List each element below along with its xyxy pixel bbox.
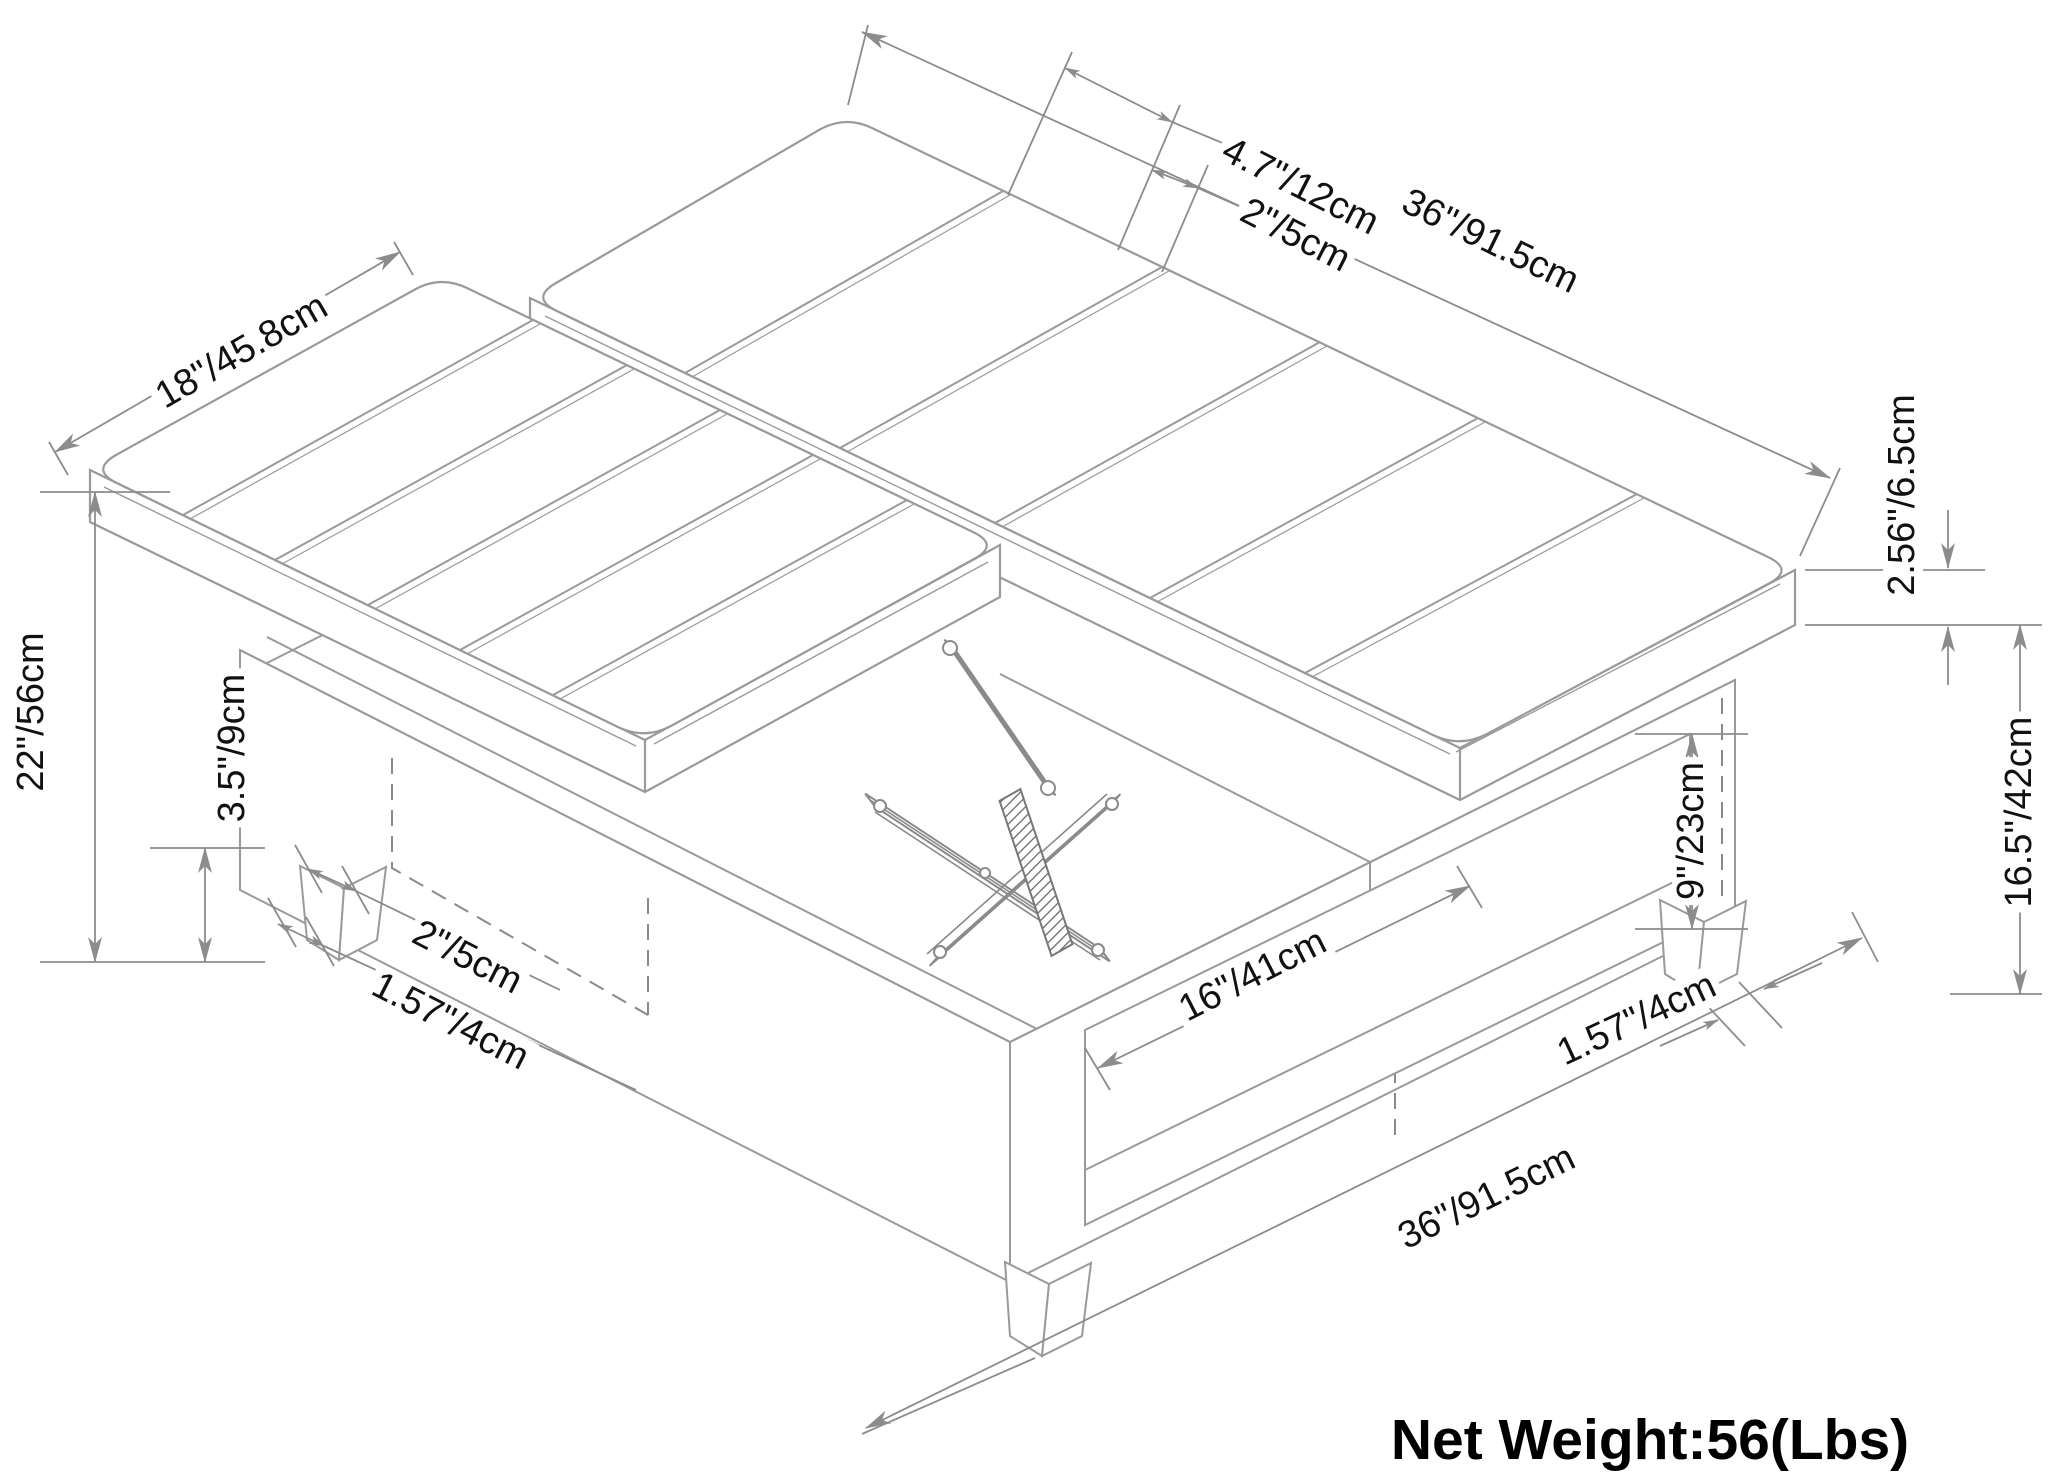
dim-label-leg-height: 3.5"/9cm <box>211 668 253 828</box>
dim-label-base-height: 16.5"/42cm <box>1998 711 2040 913</box>
lift-mechanism <box>864 638 1122 967</box>
dim-label-cushion-thickness: 2.56"/6.5cm <box>1881 389 1923 601</box>
dimension-lines <box>40 24 2042 1435</box>
net-weight-text: Net Weight:56(Lbs) <box>1390 1408 1910 1472</box>
dim-label-shelf-opening-height: 9"/23cm <box>1670 756 1712 906</box>
dim-label-overall-height: 22"/56cm <box>10 627 52 797</box>
